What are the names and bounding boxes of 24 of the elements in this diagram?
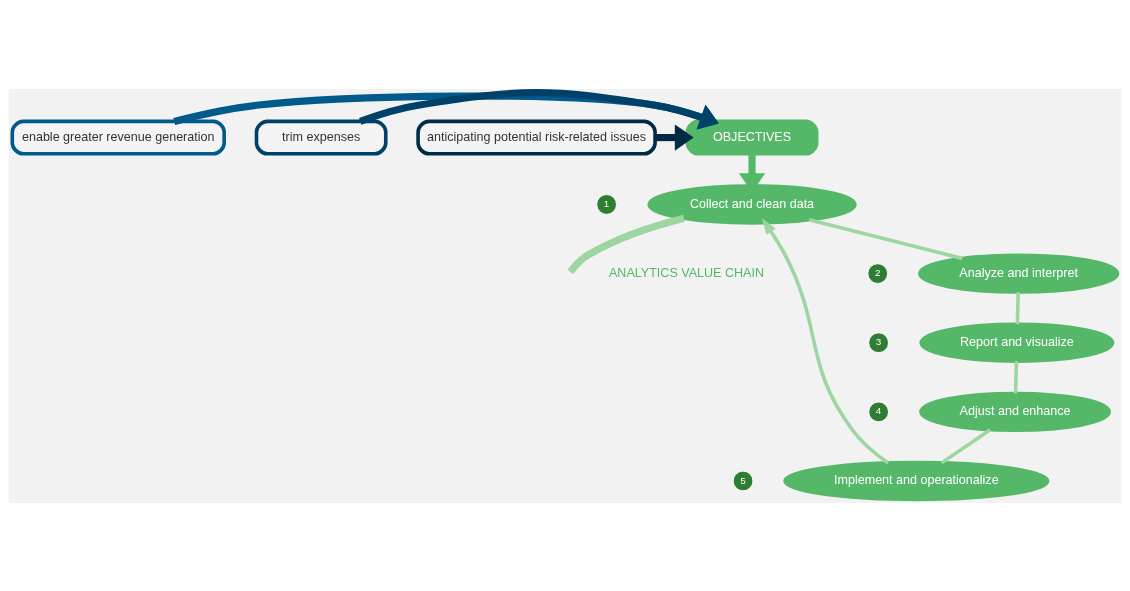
connector	[567, 214, 685, 274]
node-ellipse: Implement and operationalize	[783, 460, 1050, 501]
node-label: 5	[740, 474, 746, 486]
node-ellipse: Collect and clean data	[647, 183, 857, 225]
connector	[808, 217, 963, 260]
connector	[1015, 291, 1020, 324]
arrow	[173, 92, 719, 130]
node-ellipse: Report and visualize	[919, 322, 1115, 363]
node-label: 4	[875, 404, 882, 416]
node-label: 3	[875, 335, 882, 347]
node-box: anticipating potential risk-related issues	[416, 119, 657, 156]
node-ellipse: Analyze and interpret	[918, 252, 1120, 294]
arrow	[655, 123, 694, 151]
node-label: 1	[603, 197, 610, 209]
node-ellipse: Adjust and enhance	[919, 391, 1111, 432]
arrow	[359, 88, 719, 130]
node-box: trim expenses	[254, 119, 388, 156]
node-box: enable greater revenue generation	[10, 119, 226, 156]
node-label: 2	[874, 266, 881, 278]
node-box: OBJECTIVES	[685, 119, 819, 156]
label: ANALYTICS VALUE CHAIN	[609, 265, 765, 280]
connector	[1013, 360, 1019, 393]
connector	[940, 427, 992, 464]
arrow	[761, 217, 890, 464]
